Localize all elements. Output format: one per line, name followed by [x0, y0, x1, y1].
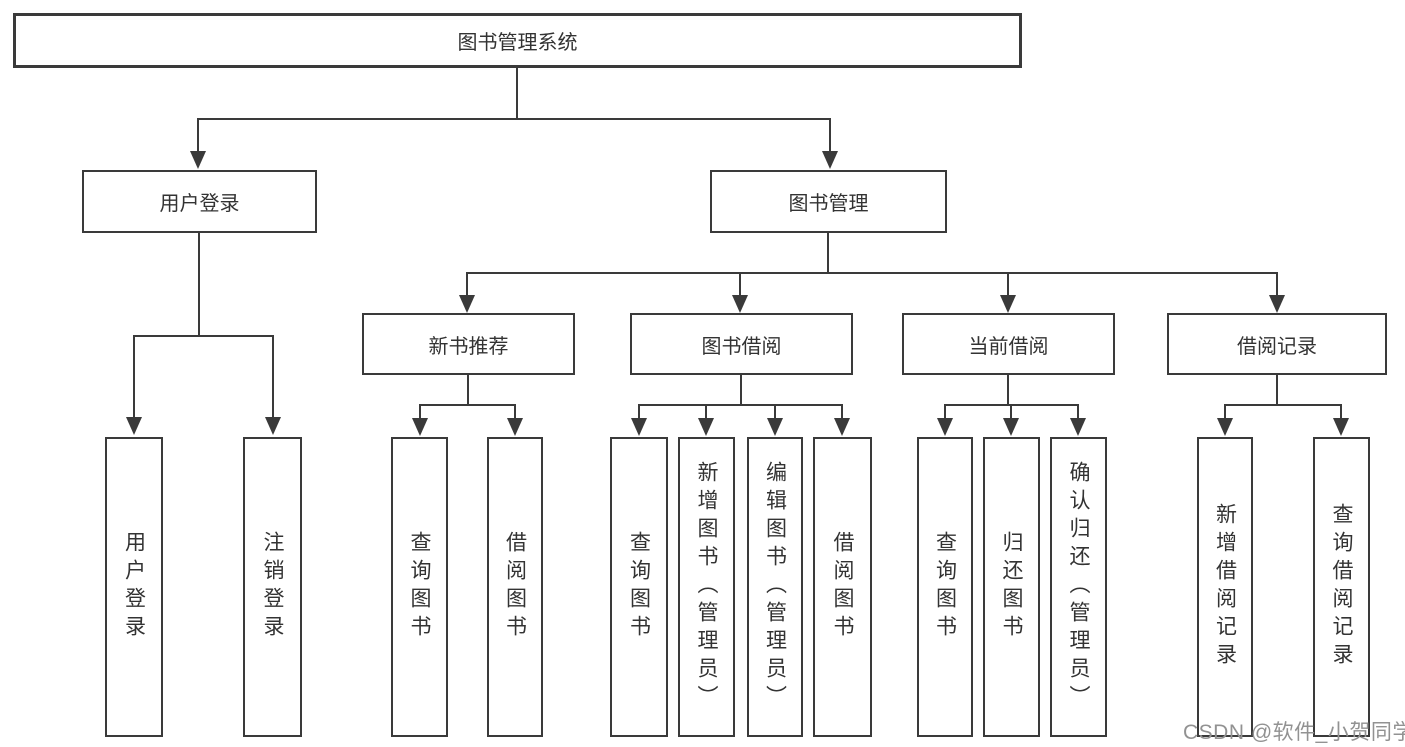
connector-book-management-stem [827, 233, 829, 274]
connector-borrow-records-rail [1224, 404, 1342, 406]
arrow-to-query-books-1 [412, 404, 428, 436]
leaf-confirm-return-admin: 确认归还（管理员） [1050, 437, 1107, 737]
leaf-add-borrow-record: 新增借阅记录 [1197, 437, 1253, 737]
arrow-to-query-borrow-record [1333, 404, 1349, 436]
connector-book-management-rail [466, 272, 1278, 274]
arrow-to-user-login [190, 118, 206, 169]
connector-user-login-rail [133, 335, 274, 337]
arrow-to-borrow-books-2 [834, 404, 850, 436]
connector-root-rail [197, 118, 831, 120]
arrow-to-query-books-3 [937, 404, 953, 436]
connector-borrow-records-stem [1276, 375, 1278, 406]
connector-root-stem [516, 68, 518, 120]
arrow-to-logout-leaf [265, 335, 281, 435]
node-new-book-recommend: 新书推荐 [362, 313, 575, 375]
leaf-label: 借阅图书 [831, 531, 854, 643]
arrow-to-book-management [822, 118, 838, 169]
connector-new-book-stem [467, 375, 469, 406]
node-label: 图书借阅 [701, 335, 782, 358]
arrow-to-add-borrow-record [1217, 404, 1233, 436]
leaf-label: 查询图书 [933, 531, 957, 643]
leaf-add-books-admin: 新增图书（管理员） [678, 437, 735, 737]
arrow-to-borrow-books-1 [507, 404, 523, 436]
leaf-label: 查询借阅记录 [1330, 503, 1353, 671]
arrow-to-new-book-recommend [459, 272, 475, 313]
arrow-to-edit-books [767, 404, 783, 436]
leaf-label: 查询图书 [408, 531, 431, 643]
leaf-edit-books-admin: 编辑图书（管理员） [747, 437, 803, 737]
arrow-to-return-books [1003, 404, 1019, 436]
leaf-query-books-1: 查询图书 [391, 437, 448, 737]
arrow-to-borrow-records [1269, 272, 1285, 313]
leaf-query-borrow-record: 查询借阅记录 [1313, 437, 1370, 737]
node-borrow-records: 借阅记录 [1167, 313, 1387, 375]
node-label: 借阅记录 [1237, 335, 1317, 358]
connector-current-borrow-stem [1007, 375, 1009, 406]
connector-user-login-stem [198, 233, 200, 337]
node-label: 新书推荐 [428, 335, 509, 358]
leaf-label: 确认归还（管理员） [1067, 461, 1090, 713]
arrow-to-query-books-2 [631, 404, 647, 436]
arrow-to-current-borrow [1000, 272, 1016, 313]
leaf-label: 用户登录 [122, 531, 146, 643]
node-library-management-system: 图书管理系统 [13, 13, 1022, 68]
leaf-borrow-books-2: 借阅图书 [813, 437, 872, 737]
leaf-user-login: 用户登录 [105, 437, 163, 737]
node-label: 图书管理 [788, 193, 869, 215]
arrow-to-book-borrow [732, 272, 748, 313]
leaf-label: 借阅图书 [503, 531, 527, 643]
node-label: 当前借阅 [968, 335, 1049, 358]
leaf-query-books-3: 查询图书 [917, 437, 973, 737]
leaf-return-books: 归还图书 [983, 437, 1040, 737]
connector-book-borrow-stem [740, 375, 742, 406]
leaf-label: 新增图书（管理员） [695, 461, 718, 713]
leaf-label: 查询图书 [627, 531, 651, 643]
leaf-query-books-2: 查询图书 [610, 437, 668, 737]
node-current-borrow: 当前借阅 [902, 313, 1115, 375]
arrow-to-add-books [698, 404, 714, 436]
leaf-label: 注销登录 [261, 531, 284, 643]
csdn-watermark: CSDN @软件_小贺同学 [1183, 721, 1405, 744]
node-user-login: 用户登录 [82, 170, 317, 233]
node-label: 图书管理系统 [457, 32, 578, 54]
node-book-management: 图书管理 [710, 170, 947, 233]
node-label: 用户登录 [159, 193, 240, 215]
connector-book-borrow-rail [638, 404, 843, 406]
leaf-logout: 注销登录 [243, 437, 302, 737]
node-book-borrow: 图书借阅 [630, 313, 853, 375]
connector-new-book-rail [419, 404, 516, 406]
leaf-label: 编辑图书（管理员） [763, 461, 787, 713]
arrow-to-user-login-leaf [126, 335, 142, 435]
leaf-label: 归还图书 [1000, 531, 1023, 643]
leaf-label: 新增借阅记录 [1213, 503, 1237, 671]
arrow-to-confirm-return [1070, 404, 1086, 436]
leaf-borrow-books-1: 借阅图书 [487, 437, 543, 737]
